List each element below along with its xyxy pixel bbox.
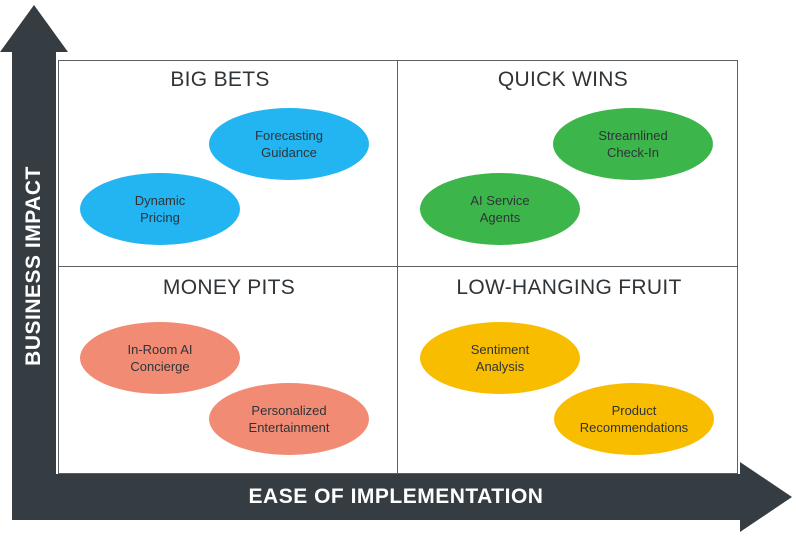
item-label: Streamlined Check-In — [598, 128, 668, 160]
item-product-recommendations: Product Recommendations — [554, 383, 714, 455]
item-personalized-entertainment: Personalized Entertainment — [209, 383, 369, 455]
item-label: Sentiment Analysis — [470, 342, 530, 374]
item-ai-service-agents: AI Service Agents — [420, 173, 580, 245]
y-axis-label: BUSINESS IMPACT — [22, 166, 45, 366]
item-streamlined-check-in: Streamlined Check-In — [553, 108, 713, 180]
quadrant-title-big-bets: BIG BETS — [170, 68, 270, 91]
item-sentiment-analysis: Sentiment Analysis — [420, 322, 580, 394]
item-label: Dynamic Pricing — [134, 193, 186, 225]
item-label: Forecasting Guidance — [255, 128, 323, 160]
item-in-room-ai-concierge: In-Room AI Concierge — [80, 322, 240, 394]
quadrant-title-money-pits: MONEY PITS — [162, 276, 296, 299]
vertical-divider — [397, 60, 398, 474]
horizontal-divider — [58, 266, 738, 267]
x-axis-label: EASE OF IMPLEMENTATION — [248, 485, 544, 508]
item-label: Personalized Entertainment — [248, 403, 330, 435]
item-label: Product Recommendations — [579, 403, 689, 435]
item-dynamic-pricing: Dynamic Pricing — [80, 173, 240, 245]
item-forecasting-guidance: Forecasting Guidance — [209, 108, 369, 180]
quadrant-title-quick-wins: QUICK WINS — [497, 68, 629, 91]
x-axis-arrow — [12, 462, 792, 532]
quadrant-title-low-hanging-fruit: LOW-HANGING FRUIT — [456, 276, 682, 299]
y-axis-arrow — [0, 5, 68, 474]
item-label: In-Room AI Concierge — [127, 342, 193, 374]
item-label: AI Service Agents — [470, 193, 530, 225]
